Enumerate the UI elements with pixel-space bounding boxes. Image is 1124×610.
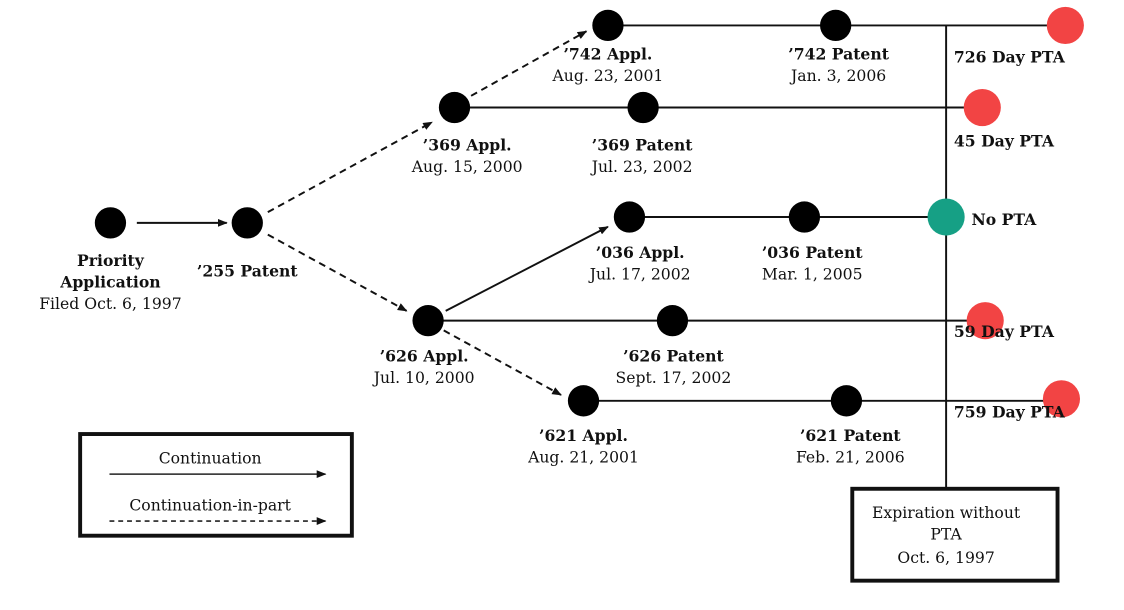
priority-label-2: Application [59,272,160,291]
priority-date: Filed Oct. 6, 1997 [39,294,181,313]
626-appl-date: Jul. 10, 2000 [372,368,475,387]
legend-cip-label: Continuation-in-part [129,495,291,514]
arrow-cip-626-621 [443,329,562,396]
626-appl-label: ’626 Appl. [380,347,469,366]
pta-node-369 [963,88,1001,127]
626-patent-label: ’626 Patent [623,347,724,366]
pta-label-742: 726 Day PTA [954,48,1066,67]
node-036-patent [788,201,821,233]
expiration-box: Expiration without PTA Oct. 6, 1997 [850,486,1060,583]
node-priority [94,207,127,239]
no-pta-node-036 [927,198,965,236]
node-626-patent [656,305,689,337]
pta-label-036: No PTA [972,210,1038,229]
369-appl-label: ’369 Appl. [423,136,512,155]
pta-node-742 [1046,6,1084,44]
742-patent-date: Jan. 3, 2006 [789,66,886,85]
expiration-line-2: PTA [930,525,962,544]
369-patent-label: ’369 Patent [592,136,693,155]
pta-node-621 [1042,380,1081,418]
pta-label-626: 59 Day PTA [954,322,1055,341]
arrow-cip-255-626 [267,233,408,312]
621-patent-date: Feb. 21, 2006 [796,447,905,466]
pta-label-369: 45 Day PTA [954,132,1055,151]
node-369-appl [438,91,471,124]
node-742-patent [820,9,852,42]
node-742-appl [592,9,624,42]
369-patent-date: Jul. 23, 2002 [590,157,693,176]
arrow-continuation-626-036 [445,225,609,312]
node-369-patent [627,91,659,124]
036-patent-label: ’036 Patent [762,243,863,262]
arrow-cip-255-369 [267,121,433,213]
255-patent-label: ’255 Patent [197,262,298,281]
pta-label-621: 759 Day PTA [954,402,1066,421]
arrow-cip-369-742 [470,30,588,97]
pta-node-626 [966,302,1004,340]
626-patent-date: Sept. 17, 2002 [616,368,732,387]
legend-continuation-label: Continuation [159,448,262,467]
036-appl-label: ’036 Appl. [596,243,685,262]
expiration-date: Oct. 6, 1997 [897,548,994,567]
742-patent-label: ’742 Patent [788,45,889,64]
369-appl-date: Aug. 15, 2000 [411,157,523,176]
621-appl-label: ’621 Appl. [539,426,628,445]
legend: Continuation Continuation-in-part [78,432,354,538]
expiration-line-1: Expiration without [872,503,1021,522]
node-255-patent [231,207,263,239]
621-patent-label: ’621 Patent [800,426,901,445]
priority-label-1: Priority [77,251,145,270]
036-appl-date: Jul. 17, 2002 [588,265,691,284]
node-621-appl [567,385,600,417]
621-appl-date: Aug. 21, 2001 [527,447,639,466]
036-patent-date: Mar. 1, 2005 [762,265,863,284]
node-626-appl [412,305,444,337]
node-621-patent [830,385,863,417]
742-appl-label: ’742 Appl. [564,45,653,64]
node-036-appl [613,201,646,233]
742-appl-date: Aug. 23, 2001 [552,66,664,85]
